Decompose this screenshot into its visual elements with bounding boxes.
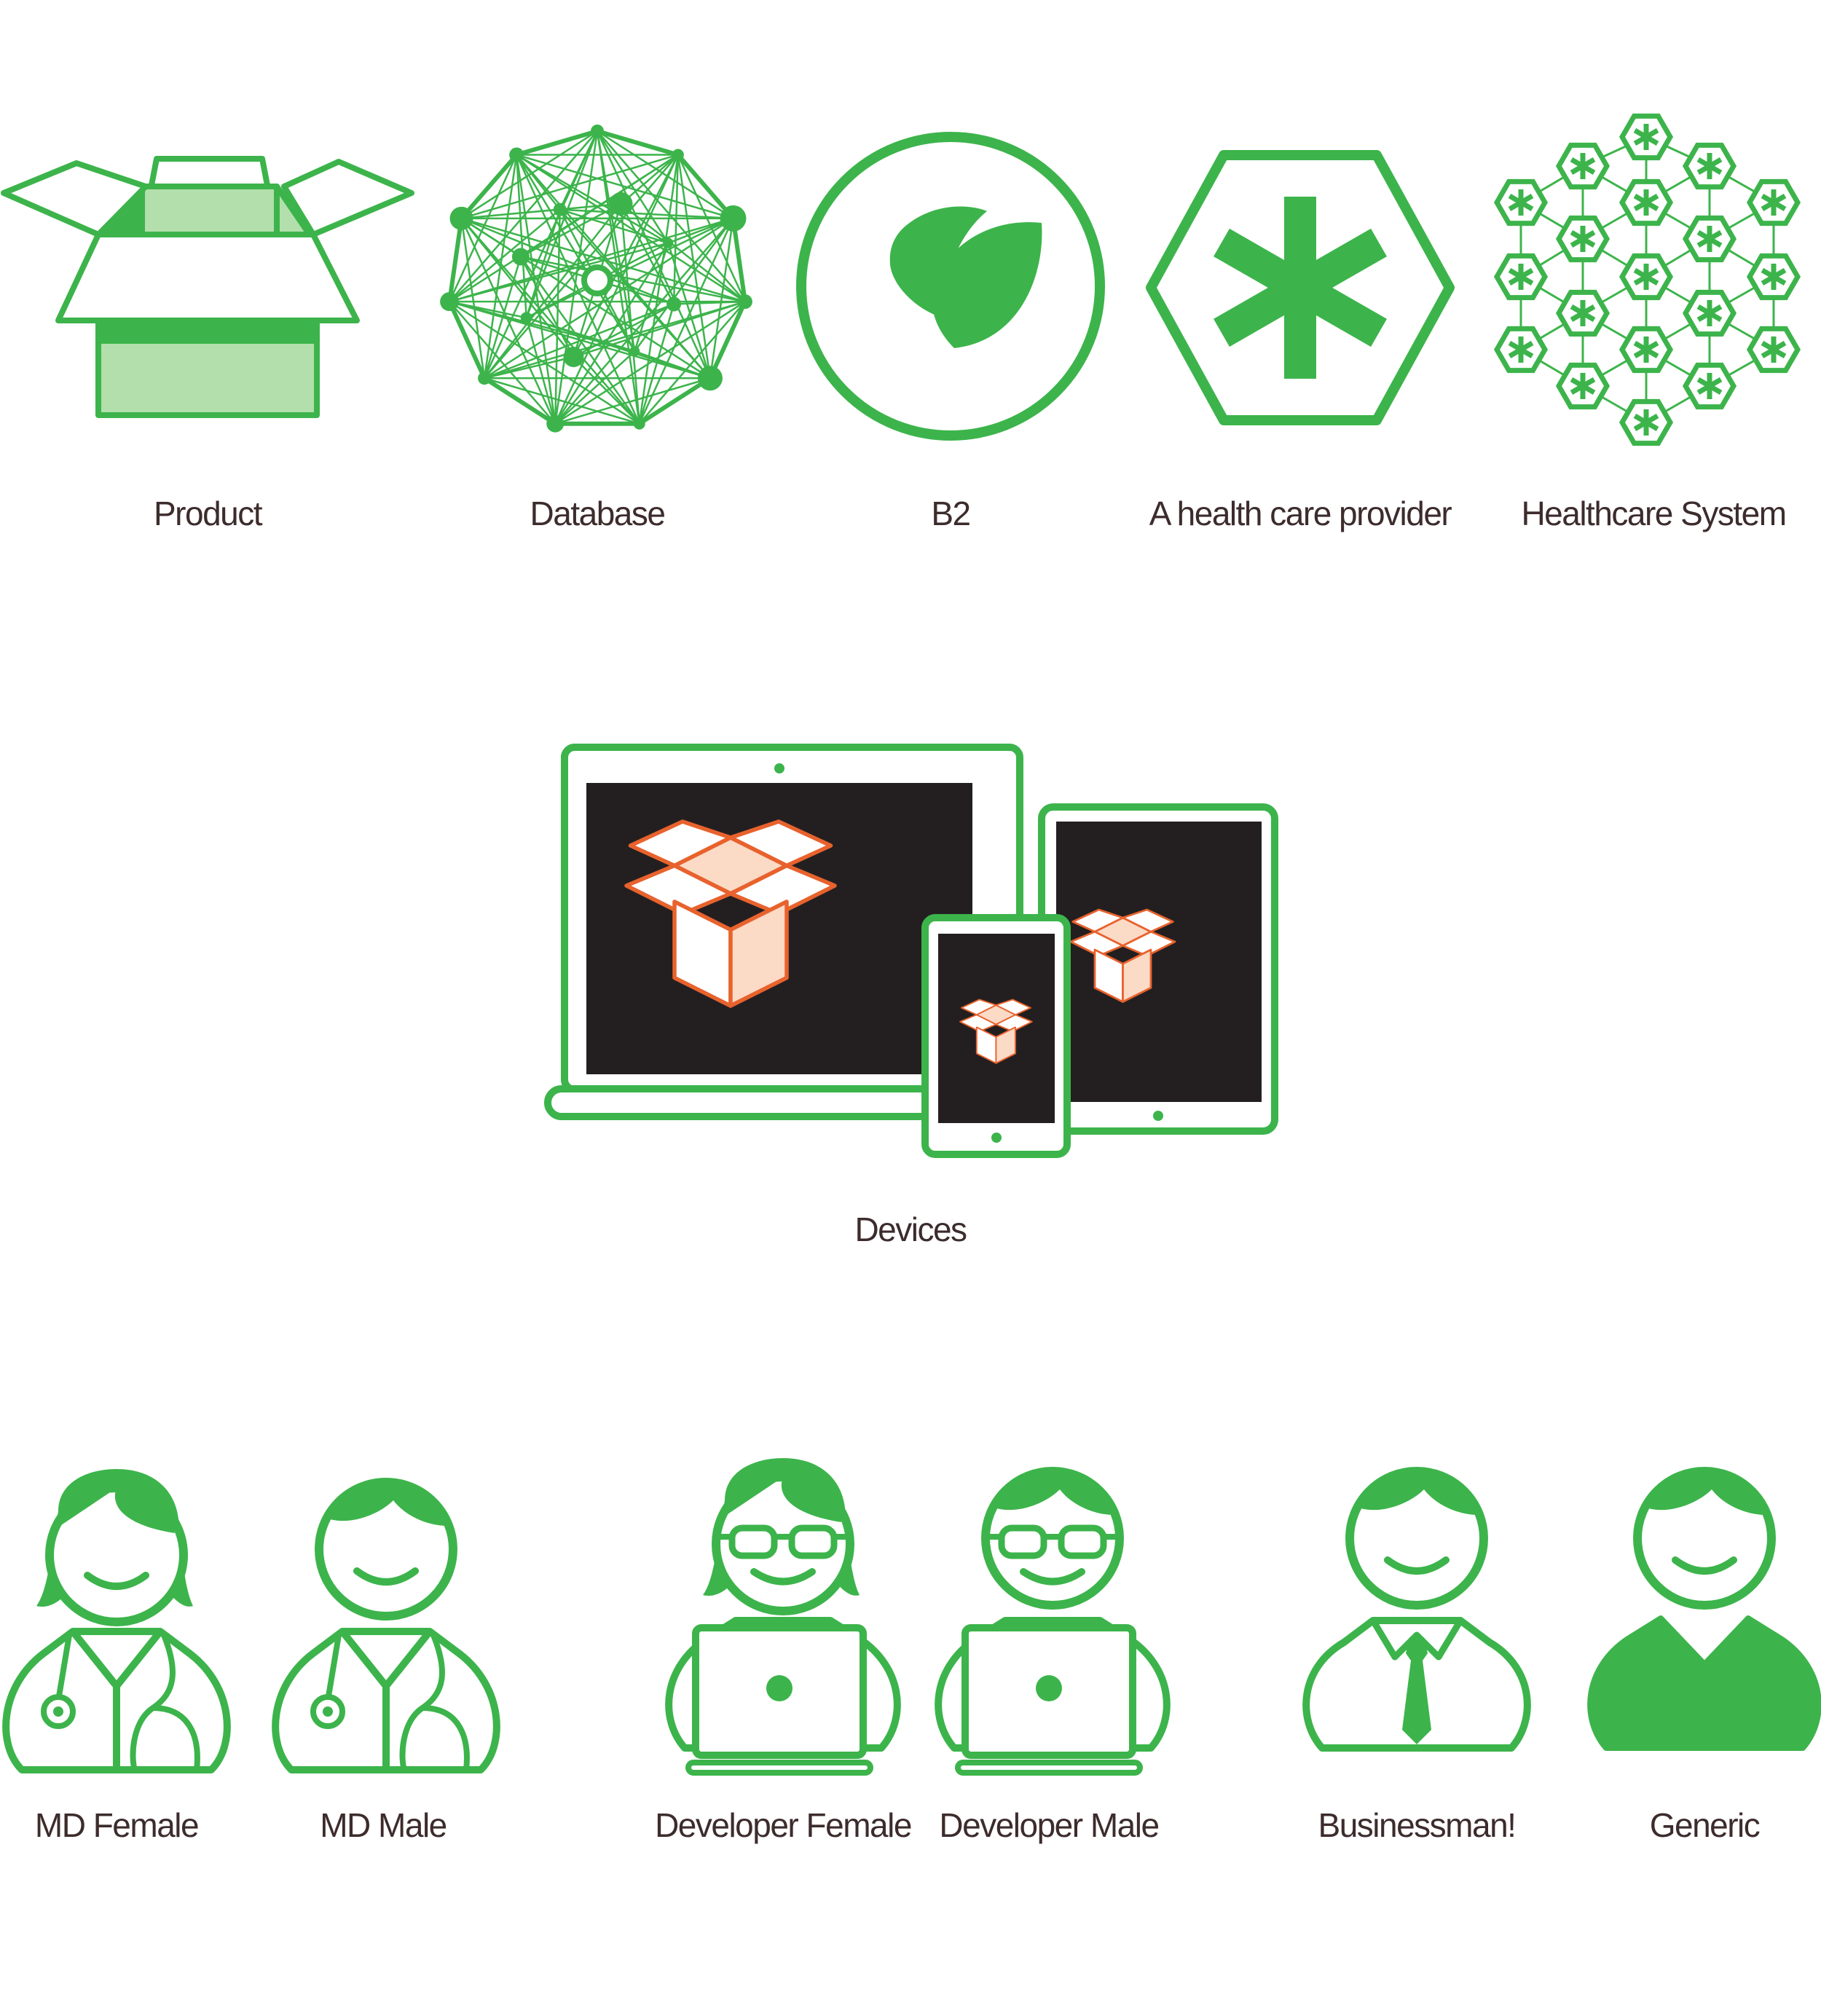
icon-label: Developer Male	[939, 1806, 1160, 1844]
icon-label: Product	[153, 495, 263, 532]
businessman-icon	[1300, 1457, 1533, 1763]
asterisk-hexagon-icon	[1144, 149, 1457, 426]
icon-label: Database	[530, 495, 666, 532]
icon-label: A health care provider	[1149, 495, 1452, 532]
box-icon	[0, 153, 415, 422]
hexagon-grid-icon	[1493, 109, 1821, 459]
icon-label: Developer Female	[655, 1806, 912, 1844]
generic-person-icon	[1587, 1457, 1821, 1763]
icon-label: B2	[931, 495, 971, 532]
icon-label: Devices	[854, 1210, 967, 1248]
female-developer-icon	[663, 1457, 903, 1777]
devices-icon	[539, 743, 1282, 1158]
icon-label: Businessman!	[1318, 1806, 1517, 1844]
icon-label: MD Male	[320, 1806, 447, 1844]
male-developer-icon	[932, 1457, 1173, 1777]
male-doctor-icon	[270, 1468, 503, 1781]
female-doctor-icon	[0, 1468, 233, 1781]
icon-label: Healthcare System	[1521, 495, 1787, 532]
icon-label: Generic	[1649, 1806, 1761, 1844]
leaf-circle-icon	[794, 130, 1107, 443]
icon-label: MD Female	[34, 1806, 200, 1844]
network-icon	[437, 120, 758, 441]
